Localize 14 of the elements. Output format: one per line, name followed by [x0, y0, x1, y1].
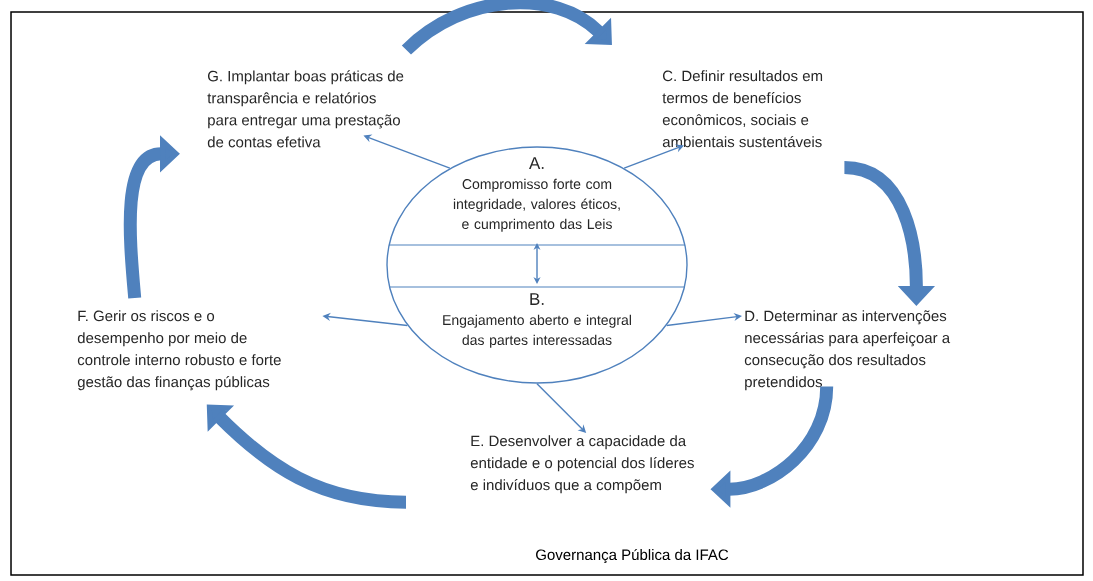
- arrow: [665, 312, 742, 327]
- arrow: [623, 144, 684, 169]
- curved-arrow: [402, 0, 612, 55]
- double-arrow: [533, 243, 541, 284]
- caption: Governança Pública da IFAC: [536, 548, 729, 564]
- curved-arrow: [206, 404, 407, 509]
- step-text: C. Definir resultados em termos de benefícios econômicos, sociais e ambientais sustentáveis: [662, 70, 823, 148]
- step-text: G. Implantar boas práticas de transparência e relatórios para entregar uma prestação de contas efetiva: [207, 70, 404, 148]
- circle-text: A. Compromisso forte com integridade, valores éticos, e cumprimento das Leis: [453, 157, 620, 232]
- step-text: E. Desenvolver a capacidade da entidade e o potencial dos líderes e indivíduos que a compõem: [470, 435, 694, 494]
- step-text: D. Determinar as intervenções necessárias para aperfeiçoar a consecução dos resultados pretendidos: [744, 310, 951, 391]
- circle-text: B. Engajamento aberto e integral das partes interessadas: [443, 293, 631, 348]
- circle-outline: [386, 146, 688, 384]
- step-text: F. Gerir os riscos e o desempenho por meio de controle interno robusto e forte gestão das finanças públicas: [77, 310, 281, 391]
